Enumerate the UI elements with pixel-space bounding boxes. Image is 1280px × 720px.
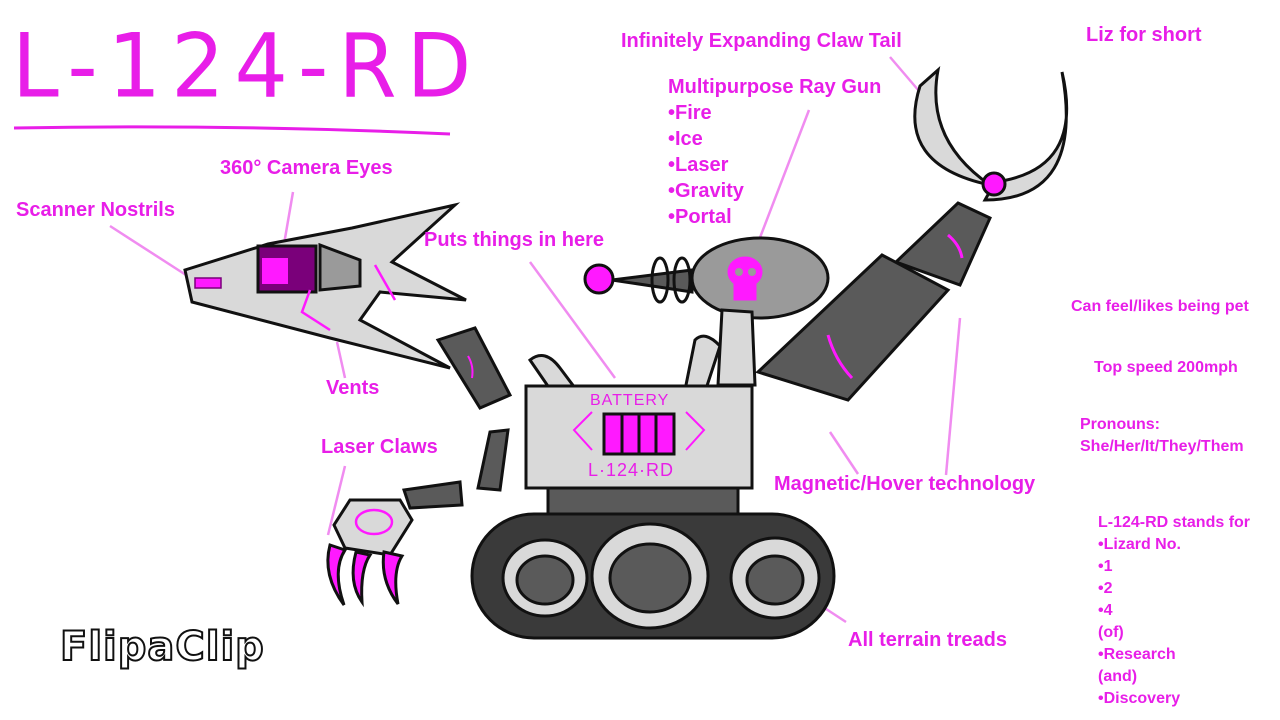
battery-label: BATTERY — [590, 392, 670, 409]
stands-for-item: •Lizard No. — [1098, 536, 1181, 553]
camera-eyes-label: 360° Camera Eyes — [220, 157, 393, 179]
laser-claws-label: Laser Claws — [321, 436, 438, 458]
stands-for-item: •2 — [1098, 580, 1113, 597]
ray-gun-label: Multipurpose Ray Gun •Fire •Ice •Laser •… — [668, 74, 881, 230]
vents-label: Vents — [326, 377, 380, 399]
pronouns-value: She/Her/It/They/Them — [1080, 438, 1244, 455]
stands-for-title: L-124-RD stands for — [1098, 514, 1251, 531]
magnetic-label: Magnetic/Hover technology — [774, 473, 1036, 495]
speed-note: Top speed 200mph — [1094, 359, 1238, 376]
title-underline — [13, 125, 451, 136]
claw-tail — [755, 65, 1069, 402]
stands-for-item: •Discovery — [1098, 690, 1181, 707]
puts-things-label: Puts things in here — [424, 229, 605, 251]
all-terrain-treads — [470, 512, 836, 640]
nickname-label: Liz for short — [1086, 24, 1202, 46]
treads-label: All terrain treads — [848, 629, 1007, 651]
lizard-head — [183, 202, 467, 370]
ray-gun-mode-item: •Fire — [668, 102, 712, 124]
stands-for-item: •4 — [1098, 602, 1113, 619]
claw-tail-label: Infinitely Expanding Claw Tail — [621, 30, 902, 52]
ray-gun-mode-item: •Portal — [668, 206, 732, 228]
ray-gun-mode-item: •Laser — [668, 154, 729, 176]
scanner-nostrils-label: Scanner Nostrils — [16, 199, 175, 221]
back-spikes — [527, 334, 722, 397]
stands-for-list: L-124-RD stands for •Lizard No. •1 •2 •4… — [1098, 512, 1250, 710]
pronouns-label: Pronouns: — [1080, 416, 1160, 433]
ray-gun-title: Multipurpose Ray Gun — [668, 76, 882, 98]
flipaclip-watermark: FlipaClip — [59, 623, 265, 671]
left-arm — [402, 326, 513, 510]
ray-gun — [583, 236, 830, 387]
laser-claw-hand — [326, 498, 414, 608]
stands-for-item: (and) — [1098, 668, 1138, 685]
stands-for-item: •Research — [1098, 646, 1176, 663]
ray-gun-mode-item: •Gravity — [668, 180, 744, 202]
ray-gun-mode-item: •Ice — [668, 128, 703, 150]
stands-for-item: (of) — [1098, 624, 1124, 641]
pet-note: Can feel/likes being pet — [1071, 298, 1249, 315]
stands-for-item: •1 — [1098, 558, 1113, 575]
page-title: L-124-RD — [12, 14, 482, 118]
body-model-label: L·124·RD — [588, 460, 675, 480]
skull-icon — [727, 256, 763, 301]
